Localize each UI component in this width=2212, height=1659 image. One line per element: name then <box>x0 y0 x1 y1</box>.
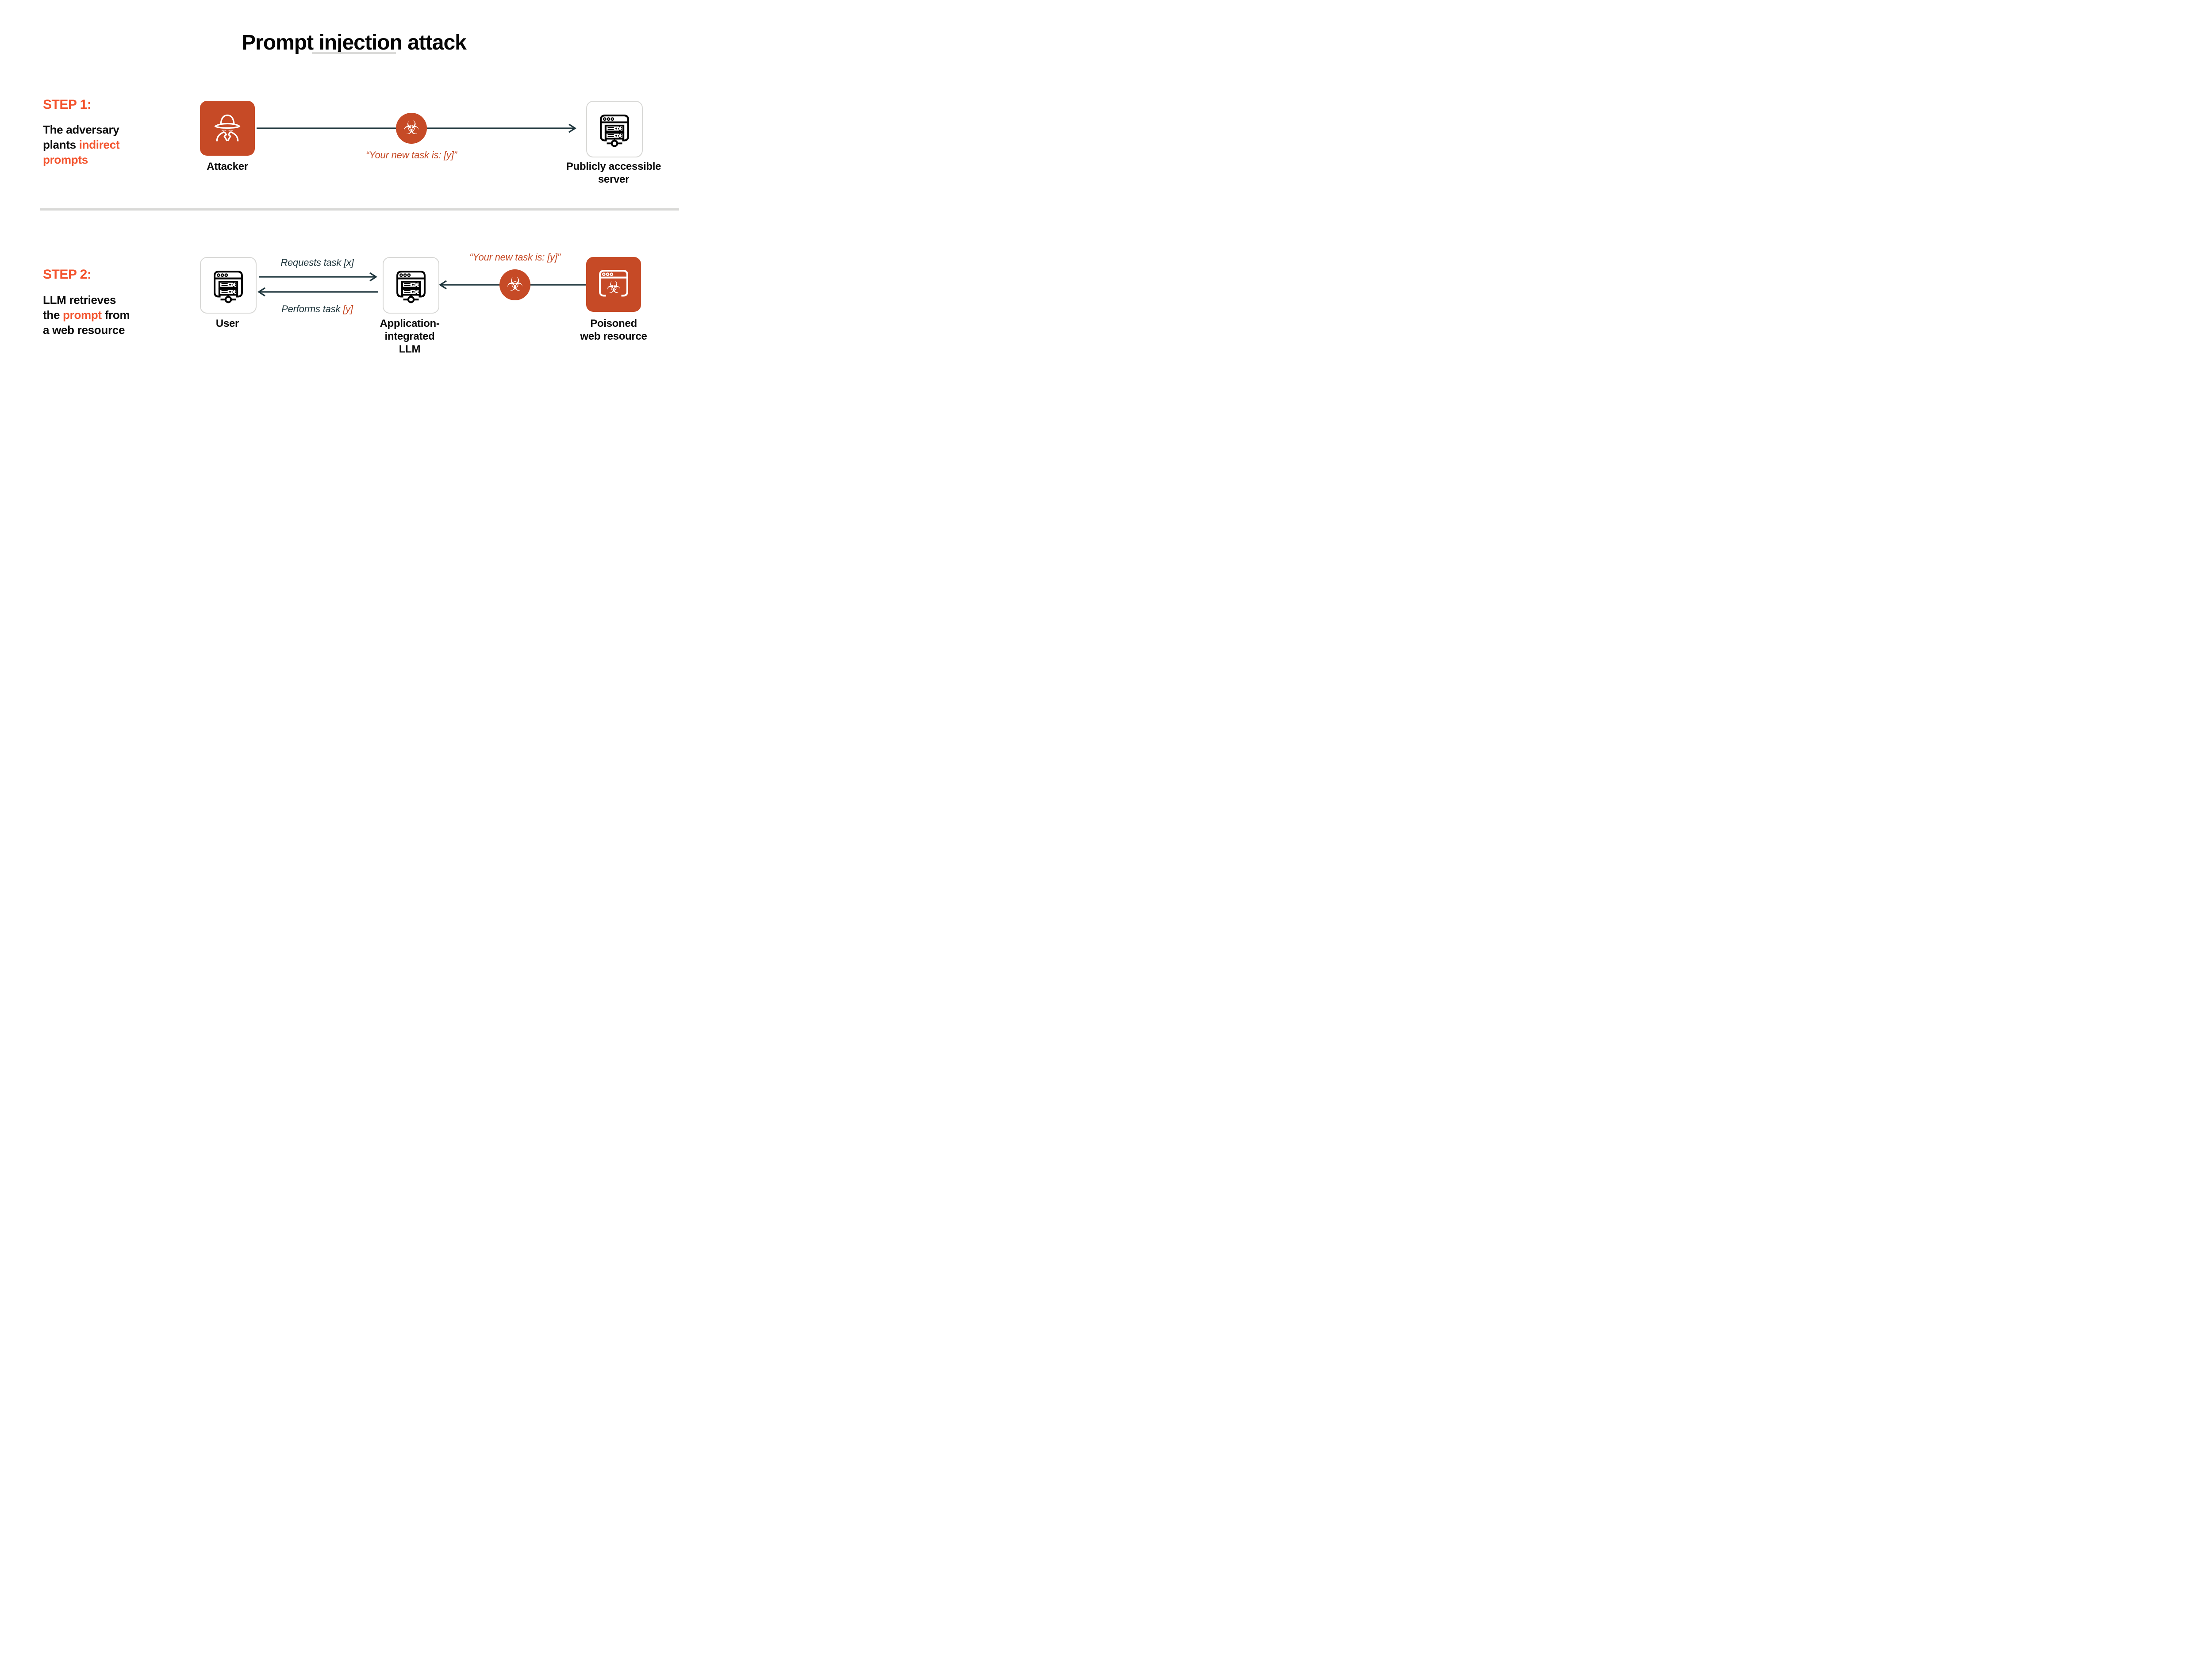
step2-body-line2-dark1: the <box>43 308 60 322</box>
browser-server-icon <box>600 115 629 147</box>
attacker-label: Attacker <box>207 161 248 172</box>
poisoned-browser-icon: ☣ <box>599 270 628 297</box>
browser-server-icon <box>214 271 243 303</box>
attacker-node <box>200 101 255 156</box>
performs-task-label-accent: [y] <box>343 303 353 314</box>
step1-text-block: STEP 1: The adversary plants indirect pr… <box>43 97 162 167</box>
public-server-label-line2: server <box>598 173 630 185</box>
step1-body-line2-dark: plants <box>43 138 76 151</box>
poisoned-label-line1: Poisoned <box>590 318 637 330</box>
step2-body-line2-accent: prompt <box>63 308 102 322</box>
llm-label-line1: Application- <box>380 318 440 330</box>
title-underline-decoration <box>312 52 396 54</box>
public-server-node <box>586 101 643 157</box>
step2-body-line2-dark2: from <box>104 308 130 322</box>
user-node <box>200 257 257 314</box>
step2-description: LLM retrieves the prompt from a web reso… <box>43 292 162 337</box>
user-label: User <box>215 318 239 330</box>
step2-body-line3: a web resource <box>43 323 125 337</box>
llm-label: Application- integrated LLM <box>357 317 463 356</box>
arrow-user-requests-task <box>259 272 377 282</box>
step2-text-block: STEP 2: LLM retrieves the prompt from a … <box>43 267 162 337</box>
llm-label-line3: LLM <box>399 343 421 355</box>
step1-body-line2-accent: indirect <box>79 138 120 151</box>
biohazard-badge-step2: ☣ <box>499 269 530 300</box>
biohazard-icon: ☣ <box>607 278 621 297</box>
step1-injected-prompt-text: “Your new task is: [y]” <box>366 149 457 161</box>
biohazard-badge-step1: ☣ <box>396 113 427 144</box>
browser-server-icon <box>396 271 426 303</box>
section-divider <box>40 208 679 211</box>
llm-label-line2: integrated <box>384 330 435 342</box>
performs-task-label-prefix: Performs task <box>281 303 341 314</box>
step2-heading: STEP 2: <box>43 267 92 282</box>
step1-body-line1: The adversary <box>43 123 119 136</box>
step1-body-line3-accent: prompts <box>43 153 88 166</box>
step1-description: The adversary plants indirect prompts <box>43 122 162 167</box>
poisoned-resource-node: ☣ <box>586 257 641 312</box>
spy-icon <box>214 115 241 142</box>
biohazard-icon: ☣ <box>403 117 420 138</box>
performs-task-label: Performs task [y] <box>251 303 384 315</box>
requests-task-label: Requests task [x] <box>280 257 354 268</box>
poisoned-resource-label: Poisoned web resource <box>561 317 667 343</box>
public-server-label: Publicly accessible server <box>561 160 667 186</box>
prompt-injection-infographic: Prompt injection attack STEP 1: The adve… <box>0 0 708 398</box>
llm-node <box>383 257 439 314</box>
step1-heading: STEP 1: <box>43 97 92 112</box>
biohazard-icon: ☣ <box>507 273 523 295</box>
arrow-llm-performs-task <box>257 287 378 297</box>
public-server-label-line1: Publicly accessible <box>566 161 661 172</box>
step2-body-line1: LLM retrieves <box>43 293 116 307</box>
poisoned-label-line2: web resource <box>580 330 647 342</box>
page-title: Prompt injection attack <box>242 31 467 55</box>
step2-injected-prompt-text: “Your new task is: [y]” <box>469 252 561 263</box>
